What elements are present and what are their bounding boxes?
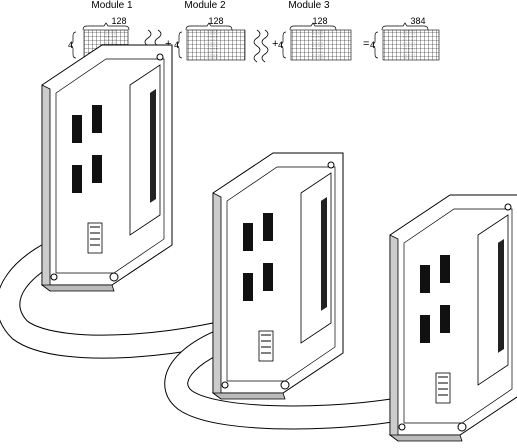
result-grid	[372, 22, 440, 61]
equals-sign: =	[363, 38, 370, 50]
plus-sign-2: +	[272, 38, 279, 50]
module-1-board	[41, 44, 173, 292]
module-1-height: 4	[68, 40, 74, 50]
module-3-width: 128	[312, 16, 328, 26]
module-2-grid	[176, 22, 246, 61]
plus-sign-1: +	[165, 38, 172, 50]
module-2-board	[212, 152, 344, 400]
module-3-height: 4	[278, 40, 284, 50]
ribbon-cable-1	[0, 228, 270, 359]
result-height: 4	[370, 40, 376, 50]
result-width: 384	[410, 16, 426, 26]
module-2-label: Module 2	[184, 0, 226, 11]
wavy-break-2	[253, 29, 269, 63]
module-1-width: 128	[111, 16, 127, 26]
module-1-label: Module 1	[91, 0, 133, 11]
module-3-label: Module 3	[288, 0, 330, 11]
module-2-height: 4	[174, 40, 180, 50]
module-3-grid	[280, 22, 352, 61]
ribbon-cable-2	[164, 318, 423, 430]
module-3-board	[389, 194, 517, 442]
module-2-width: 128	[208, 16, 224, 26]
